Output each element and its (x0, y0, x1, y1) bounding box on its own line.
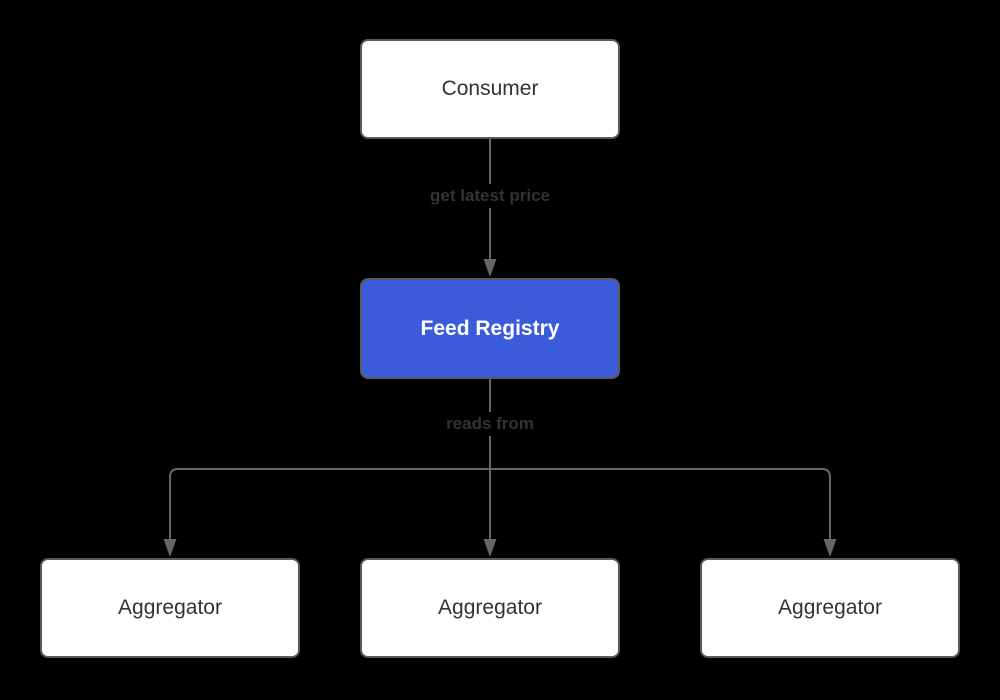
node-feed-registry: Feed Registry (360, 278, 620, 379)
arrowhead-into-aggregator-1 (163, 539, 177, 557)
edge-label-reads-from: reads from (440, 412, 540, 436)
arrowhead-into-aggregator-3 (823, 539, 837, 557)
arrowhead-into-feed-registry (483, 259, 497, 277)
node-aggregator-2: Aggregator (360, 558, 620, 658)
node-consumer-label: Consumer (441, 77, 539, 100)
edge-branch-right (490, 468, 831, 540)
node-consumer: Consumer (360, 39, 620, 139)
node-aggregator-1: Aggregator (40, 558, 300, 658)
node-aggregator-2-label: Aggregator (438, 596, 542, 619)
node-aggregator-3: Aggregator (700, 558, 960, 658)
node-aggregator-3-label: Aggregator (778, 596, 882, 619)
node-feed-registry-label: Feed Registry (420, 316, 560, 340)
node-aggregator-1-label: Aggregator (118, 596, 222, 619)
edge-label-get-latest-price: get latest price (424, 184, 556, 208)
edge-branch-left (169, 468, 490, 540)
arrowhead-into-aggregator-2 (483, 539, 497, 557)
